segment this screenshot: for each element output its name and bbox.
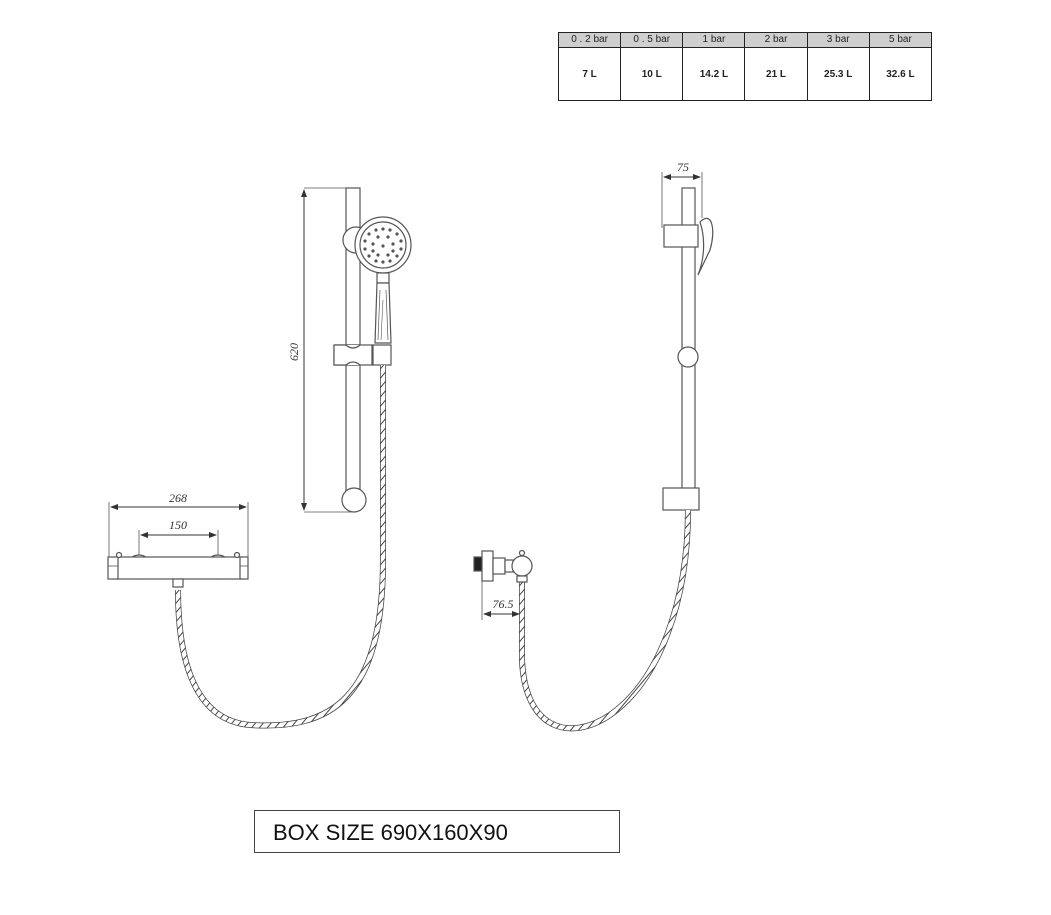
front-view: 620 [107,187,412,729]
valve-centers-label: 150 [169,518,187,532]
rail-depth-dimension: 75 [661,160,703,228]
pressure-header: 0 . 5 bar [620,32,684,48]
side-valve [473,549,533,583]
rail-height-dimension: 620 [287,187,360,513]
flow-value: 25.3 L [806,47,870,101]
flow-value: 10 L [620,47,684,101]
pressure-header: 0 . 2 bar [557,32,622,48]
valve-projection-dimension: 76.5 [481,581,520,620]
flow-value: 14.2 L [682,47,746,101]
valve-width-label: 268 [169,491,187,505]
pressure-header: 5 bar [868,32,933,48]
hand-shower [354,216,412,344]
side-hand-shower [697,217,714,276]
flow-value-row: 7 L 10 L 14.2 L 21 L 25.3 L 32.6 L [557,47,933,101]
valve-centers-dimension: 150 [138,518,219,558]
bottom-wall-bracket [341,487,367,513]
thermostatic-bar-valve [107,551,249,588]
flow-value: 32.6 L [868,47,933,101]
handset-holder [372,344,392,366]
side-slider-knob [677,346,699,368]
rail-height-label: 620 [287,343,301,361]
box-size-label: BOX SIZE 690X160X90 [254,810,620,853]
flow-value: 21 L [744,47,808,101]
spray-nozzles [363,227,403,264]
side-top-holder [663,224,699,248]
pressure-header: 3 bar [806,32,870,48]
valve-width-dimension: 268 [108,491,249,558]
side-bottom-bracket [662,487,700,511]
rail-depth-label: 75 [677,160,689,174]
valve-projection-label: 76.5 [493,597,514,611]
flow-rate-table: 0 . 2 bar 0 . 5 bar 1 bar 2 bar 3 bar 5 … [557,32,933,101]
side-view: 75 76.5 [473,160,714,732]
side-shower-hose [519,509,691,732]
